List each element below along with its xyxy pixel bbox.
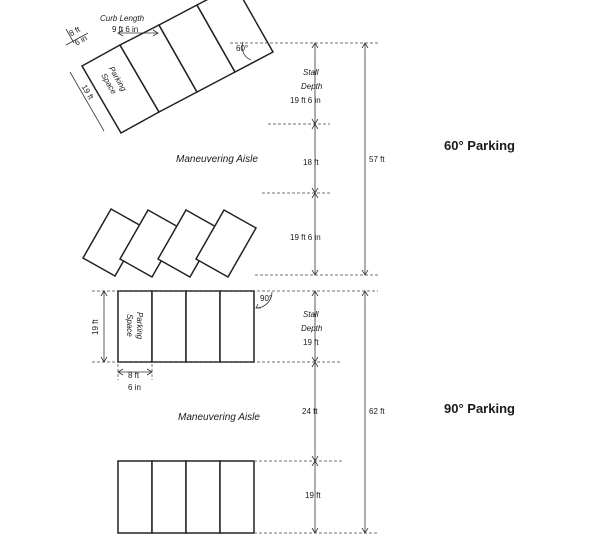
ninety-bottom-stall-2 (151, 460, 187, 534)
ninety-top-stall-4 (219, 290, 255, 363)
ninety-stall-width-in: 6 in (128, 383, 141, 392)
ninety-top-stall-3 (185, 290, 221, 363)
ninety-stall-depth-line2: Depth (301, 324, 323, 333)
ninety-space-label-2: Space (125, 314, 134, 337)
sixty-stall-depth-line2: Depth (301, 82, 323, 91)
sixty-bottom-stalls (81, 207, 258, 279)
curb-length-label: Curb Length (100, 14, 145, 23)
sixty-angle-arc (241, 41, 252, 61)
ninety-bottom-depth: 19 ft (305, 491, 321, 500)
ninety-bottom-stall-1 (117, 460, 153, 534)
sixty-bottom-stall-4 (194, 208, 258, 279)
sixty-top-stall-4 (195, 0, 275, 74)
ninety-title: 90° Parking (444, 401, 515, 416)
ninety-angle-label: 90° (260, 294, 272, 303)
sixty-aisle-width: 18 ft (303, 158, 319, 167)
ninety-space-label-1: Parking (135, 312, 144, 340)
sixty-stall-depth-line1: Stall (303, 68, 319, 77)
sixty-aisle-label: Maneuvering Aisle (176, 154, 258, 165)
ninety-space-length: 19 ft (91, 319, 100, 335)
ninety-aisle-width: 24 ft (302, 407, 318, 416)
sixty-bottom-depth: 19 ft 6 in (290, 233, 321, 242)
ninety-total: 62 ft (369, 407, 385, 416)
sixty-total: 57 ft (369, 155, 385, 164)
ninety-stall-width-ft: 8 ft (128, 371, 140, 380)
ninety-top-stall-1 (117, 290, 153, 363)
ninety-bottom-stalls (117, 460, 255, 534)
ninety-bottom-stall-4 (219, 460, 255, 534)
ninety-aisle-label: Maneuvering Aisle (178, 412, 260, 423)
ninety-top-stall-2 (151, 290, 187, 363)
sixty-stall-depth-value: 19 ft 6 in (290, 96, 321, 105)
ninety-top-stalls (117, 290, 255, 363)
sixty-top-stalls (80, 0, 275, 135)
ninety-bottom-stall-3 (185, 460, 221, 534)
sixty-degree-section: 60° Curb Length 9 ft 6 in 8 ft 6 in 19 f… (65, 0, 515, 279)
ninety-degree-section: 19 ft Parking Space 8 ft 6 in 90° Stall (91, 290, 515, 534)
ninety-stall-depth-line1: Stall (303, 310, 319, 319)
sixty-angle-label: 60° (236, 44, 248, 53)
curb-length-value: 9 ft 6 in (112, 25, 138, 34)
sixty-title: 60° Parking (444, 138, 515, 153)
ninety-stall-depth-value: 19 ft (303, 338, 319, 347)
